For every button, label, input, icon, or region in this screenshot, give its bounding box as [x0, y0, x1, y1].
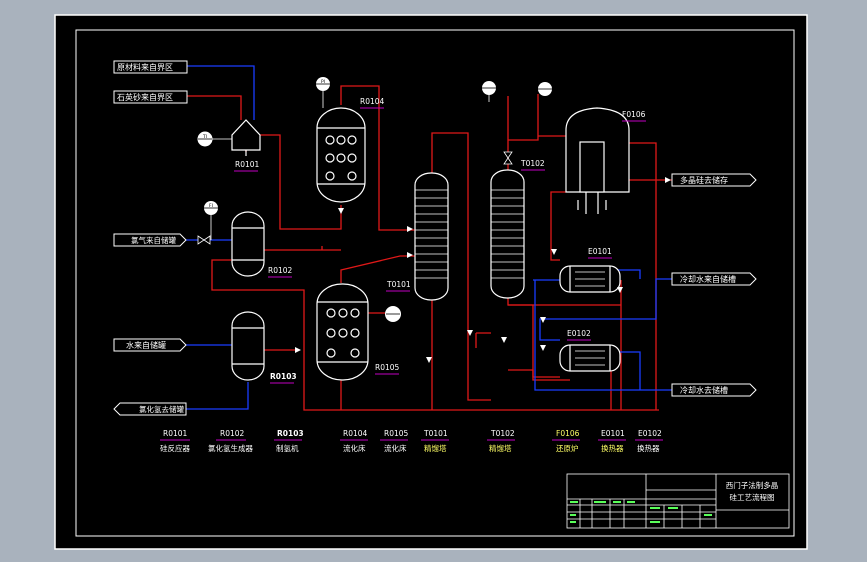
tag-e0102: E0102	[567, 329, 591, 338]
instrument-pi-t0102	[482, 81, 496, 102]
title-line-1: 西门子法制多晶	[726, 480, 779, 490]
column-t0101	[414, 172, 449, 301]
tag-r0101: R0101	[235, 160, 260, 169]
legend-name: 精馏塔	[489, 443, 512, 453]
reactor-r0105	[316, 283, 369, 381]
instrument-ti-label: TI	[202, 134, 207, 140]
legend-tag: E0102	[638, 429, 662, 438]
legend-item: R0101 硅反应器	[160, 429, 190, 453]
legend-name: 换热器	[601, 443, 624, 453]
inlet-raw-1-label: 原材料来自界区	[117, 62, 173, 72]
outlet-cooling-in-label: 冷却水来自储槽	[680, 274, 736, 284]
inlet-water: 水来自储罐	[113, 338, 187, 352]
furnace-f0106	[565, 107, 630, 214]
legend-row: R0101 硅反应器 R0102 氯化氢生成器 R0103 制氢机 R0104 …	[160, 429, 663, 453]
legend-tag: T0102	[490, 429, 515, 438]
legend-item: R0102 氯化氢生成器	[208, 429, 253, 453]
legend-name: 精馏塔	[424, 443, 447, 453]
legend-item: E0101 换热器	[598, 429, 626, 453]
legend-item: F0106 还原炉	[552, 429, 580, 453]
instrument-pi-label: PI	[321, 79, 325, 85]
legend-tag: R0104	[343, 429, 368, 438]
legend-name: 制氢机	[276, 443, 299, 453]
legend-tag: R0101	[163, 429, 188, 438]
tag-t0102: T0102	[520, 159, 545, 168]
vessel-r0101	[231, 119, 261, 156]
legend-tag: E0101	[601, 429, 625, 438]
legend-name: 还原炉	[556, 443, 579, 453]
outlet-gas: 氯化氢去储罐	[113, 402, 187, 416]
outlet-product-label: 多晶硅去储存	[680, 175, 728, 185]
title-block-marks	[570, 501, 712, 523]
column-t0102	[490, 169, 525, 299]
instrument-fi-label: FI	[209, 203, 213, 209]
exchanger-e0101	[559, 265, 621, 293]
tag-r0103: R0103	[270, 372, 297, 381]
tag-r0104: R0104	[360, 97, 385, 106]
flow-arrows	[295, 177, 671, 363]
drawing-inner-frame	[75, 29, 795, 537]
inlet-raw-2: 石英砂来自界区	[113, 90, 188, 104]
valve-t0102	[503, 151, 513, 165]
legend-name: 流化床	[384, 443, 407, 453]
instrument-ti-r0101: TI	[197, 131, 232, 147]
vessel-r0102	[231, 211, 265, 277]
legend-item: R0104 流化床	[340, 429, 368, 453]
legend-tag: R0103	[277, 429, 304, 438]
legend-tag: F0106	[556, 429, 580, 438]
legend-item: T0101 精馏塔	[421, 429, 449, 453]
outlet-cooling-out-label: 冷却水去储槽	[680, 385, 728, 395]
title-line-2: 硅工艺流程图	[730, 492, 775, 502]
legend-item: T0102 精馏塔	[487, 429, 515, 453]
legend-name: 换热器	[637, 443, 660, 453]
inlet-raw-2-label: 石英砂来自界区	[117, 92, 173, 102]
instrument-furnace	[538, 82, 552, 96]
outlet-cooling-in: 冷却水来自储槽	[671, 272, 757, 286]
vessel-r0103	[231, 311, 265, 381]
legend-tag: R0105	[384, 429, 409, 438]
inlet-gas: 氯气来自储罐	[113, 233, 187, 247]
tag-e0101: E0101	[588, 247, 612, 256]
inlet-water-label: 水来自储罐	[126, 340, 166, 350]
legend-tag: T0101	[423, 429, 448, 438]
reactor-r0104	[316, 107, 366, 203]
outlet-cooling-out: 冷却水去储槽	[671, 383, 757, 397]
legend-tag: R0102	[220, 429, 245, 438]
legend-item: E0102 换热器	[635, 429, 663, 453]
tag-r0105: R0105	[375, 363, 400, 372]
legend-name: 硅反应器	[160, 443, 190, 453]
tag-t0101: T0101	[386, 280, 411, 289]
tag-f0106: F0106	[622, 110, 646, 119]
instrument-pi-r0104: PI	[316, 77, 330, 108]
outlet-gas-label: 氯化氢去储罐	[139, 404, 184, 414]
exchanger-e0102	[559, 344, 621, 372]
instrument-r0105	[385, 306, 401, 322]
valve-gas-inlet	[197, 235, 211, 245]
inlet-raw-1: 原材料来自界区	[113, 60, 188, 74]
title-block	[566, 473, 790, 529]
legend-name: 流化床	[343, 443, 366, 453]
instrument-fi-r0102: FI	[204, 201, 218, 240]
legend-item: R0103 制氢机	[274, 429, 304, 453]
tag-r0102: R0102	[268, 266, 293, 275]
equipment-tags: R0101 R0104 R0102 R0103 R0105 T0101 T010…	[234, 97, 646, 384]
inlet-gas-label: 氯气来自储罐	[131, 235, 176, 245]
outlet-product: 多晶硅去储存	[671, 173, 757, 187]
legend-name: 氯化氢生成器	[208, 443, 253, 453]
legend-item: R0105 流化床	[380, 429, 409, 453]
